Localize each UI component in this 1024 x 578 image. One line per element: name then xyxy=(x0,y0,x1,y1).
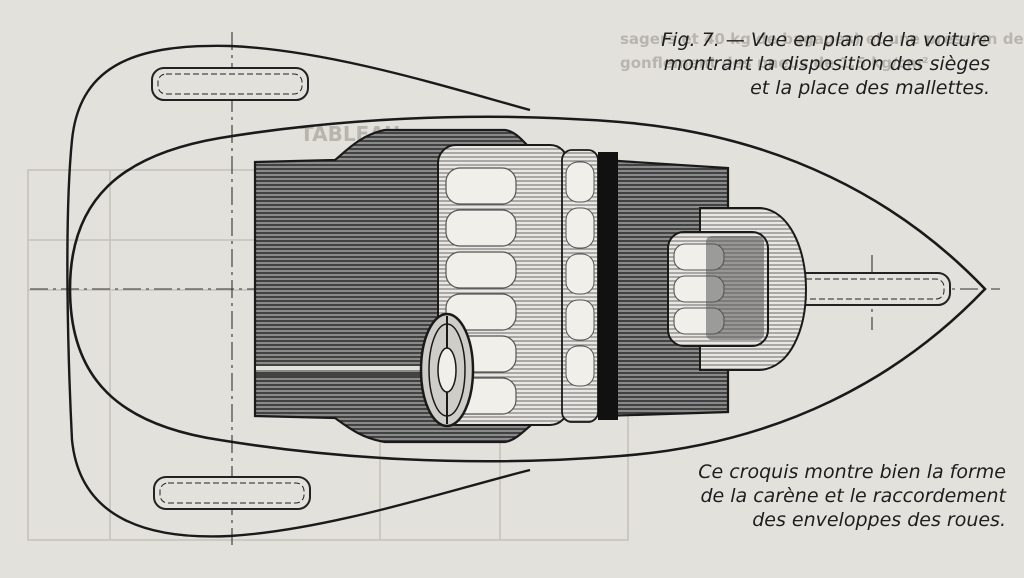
wheel-rear-bottom xyxy=(153,476,311,510)
wheel-rear-top xyxy=(151,67,309,101)
background-text-line-2: gonflement des pneus de 1,5 kg/cm² xyxy=(620,54,929,72)
steering-wheel xyxy=(419,312,475,428)
figure-caption-top: Fig. 7. — Vue en plan de la voiture mont… xyxy=(661,29,990,99)
wheel-fairing-outline xyxy=(66,44,531,538)
hull-outline xyxy=(68,115,987,463)
figure-caption-bottom: Ce croquis montre bien la forme de la ca… xyxy=(698,461,1006,531)
rear-seat xyxy=(667,207,808,371)
background-text-line-1: sagers et 40 kg de bagages) et une press… xyxy=(620,30,1024,48)
wheel-front xyxy=(791,272,951,306)
